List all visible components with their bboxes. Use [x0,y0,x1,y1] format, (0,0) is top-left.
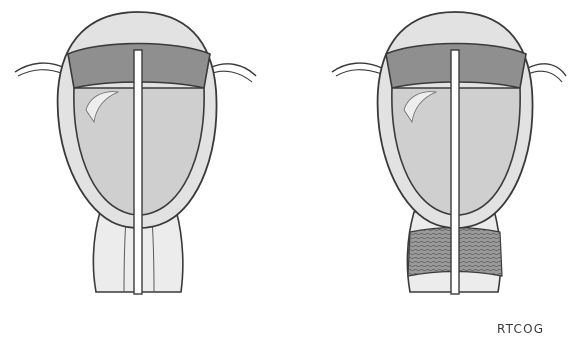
right-fallopian-tube-lower [210,71,252,82]
left-fallopian-tube-lower [336,70,382,76]
credit-label: RTCOG [497,323,544,335]
left-fallopian-tube [15,63,65,72]
catheter-rod [134,50,142,294]
right-uterus-illustration [332,12,566,294]
right-fallopian-tube [210,64,256,76]
right-fallopian-tube-lower [528,71,562,82]
left-uterus-illustration [15,12,256,294]
right-fallopian-tube [528,64,566,76]
left-fallopian-tube [332,63,382,72]
left-fallopian-tube-lower [18,70,64,76]
catheter-rod [451,50,459,294]
